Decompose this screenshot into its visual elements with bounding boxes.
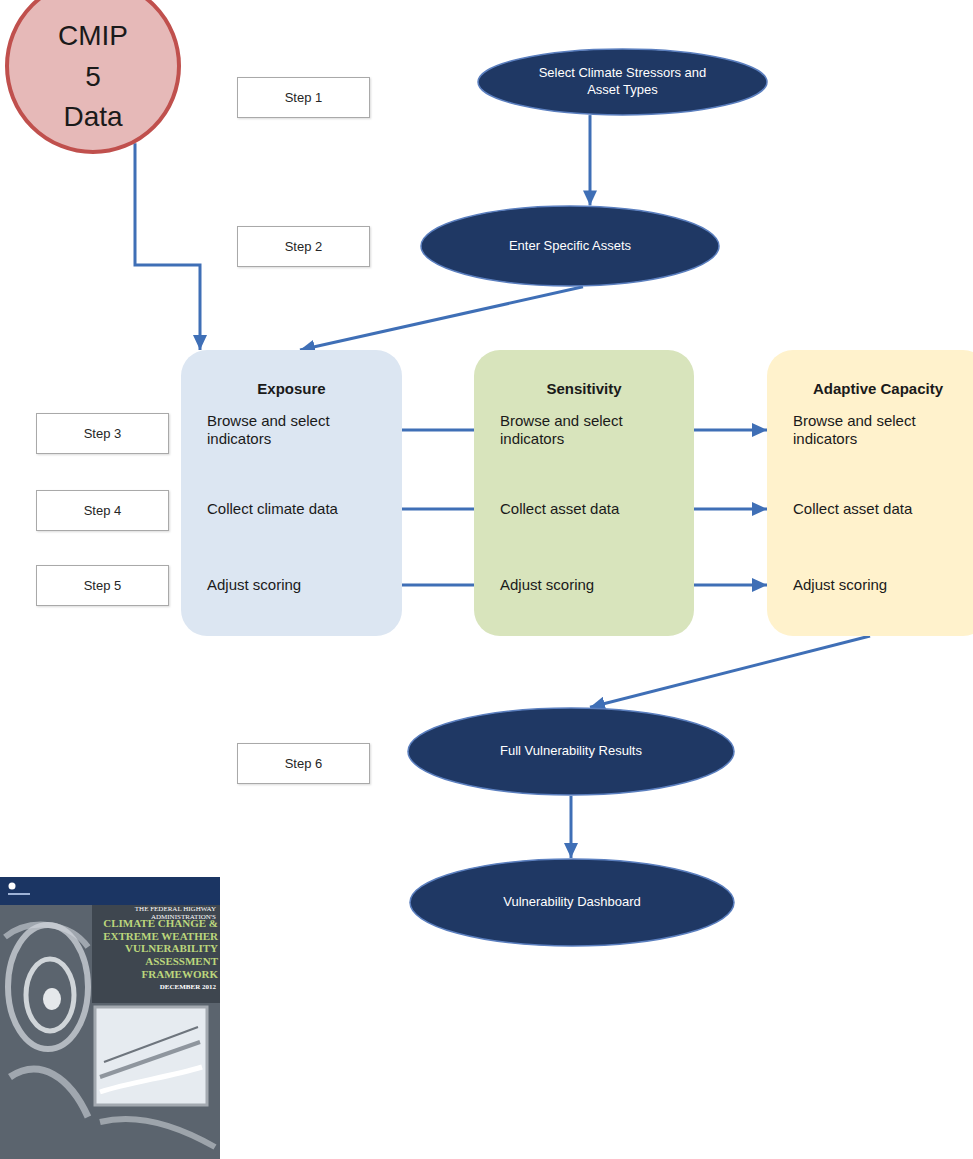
step-box: Step 1 — [237, 77, 370, 118]
ellipse-shape — [421, 206, 719, 286]
step-box: Step 2 — [237, 226, 370, 267]
category-panel: SensitivityBrowse and select indicatorsC… — [474, 350, 694, 636]
panel-row-text: Adjust scoring — [500, 576, 668, 594]
circle-shape — [7, 0, 179, 152]
connector-arrow — [570, 796, 573, 858]
cover-text: CLIMATE CHANGE & EXTREME WEATHER VULNERA… — [94, 917, 218, 980]
inset-photo — [95, 1007, 207, 1105]
storm-swirl — [8, 925, 88, 1049]
connector-arrow — [402, 508, 474, 511]
connector-arrow — [694, 584, 767, 587]
circle-label: CMIP 5 Data — [52, 16, 134, 138]
connector-arrow — [402, 429, 474, 432]
storm-eye — [43, 988, 61, 1010]
storm-band — [100, 1119, 215, 1147]
panel-row-text: Collect climate data — [207, 500, 375, 518]
storm-swirl — [26, 959, 74, 1031]
panel-row-text: Browse and select indicators — [207, 412, 375, 448]
category-panel: Adaptive CapacityBrowse and select indic… — [767, 350, 973, 636]
inset-guardrail — [104, 1027, 198, 1062]
step-box: Step 4 — [36, 490, 169, 531]
connector-arrow — [300, 287, 583, 350]
ellipse-shape — [478, 49, 767, 115]
step-box: Step 6 — [237, 743, 370, 784]
process-ellipse: Select Climate Stressors and Asset Types — [477, 48, 768, 116]
ellipse-label: Full Vulnerability Results — [500, 743, 642, 760]
panel-row-text: Collect asset data — [500, 500, 668, 518]
connector-arrow — [135, 143, 200, 350]
connector-arrow — [694, 508, 767, 511]
process-ellipse: Full Vulnerability Results — [407, 707, 735, 796]
step-label: Step 1 — [285, 90, 323, 105]
cover-title-ground — [92, 905, 220, 1003]
ellipse-label: Select Climate Stressors and Asset Types — [528, 65, 718, 99]
panel-heading: Adaptive Capacity — [777, 380, 973, 398]
step-label: Step 6 — [285, 756, 323, 771]
panel-row-text: Browse and select indicators — [500, 412, 668, 448]
panel-row-text: Collect asset data — [793, 500, 961, 518]
panel-heading: Exposure — [191, 380, 392, 398]
cover-ground — [0, 877, 220, 1159]
cover-logo-bar — [8, 893, 30, 895]
connector-arrow — [402, 584, 474, 587]
data-circle: CMIP 5 Data — [5, 0, 181, 154]
panel-heading: Sensitivity — [484, 380, 684, 398]
storm-band — [10, 1069, 88, 1117]
connector-arrow — [694, 429, 767, 432]
cover-text: DECEMBER 2012 — [96, 983, 216, 991]
connector-arrow — [589, 115, 592, 205]
ellipse-label: Vulnerability Dashboard — [503, 894, 641, 911]
panel-row-text: Adjust scoring — [793, 576, 961, 594]
step-box: Step 3 — [36, 413, 169, 454]
process-ellipse: Enter Specific Assets — [420, 205, 720, 287]
inset-snow — [100, 1067, 202, 1092]
cover-band — [0, 877, 220, 905]
process-ellipse: Vulnerability Dashboard — [409, 858, 735, 947]
ellipse-label: Enter Specific Assets — [509, 238, 631, 255]
connector-arrow — [590, 636, 870, 707]
panel-row-text: Browse and select indicators — [793, 412, 961, 448]
storm-band — [5, 925, 88, 947]
category-panel: ExposureBrowse and select indicatorsColl… — [181, 350, 402, 636]
cover-logo — [9, 883, 16, 890]
step-label: Step 5 — [84, 578, 122, 593]
ellipse-shape — [410, 859, 734, 946]
panel-row-text: Adjust scoring — [207, 576, 375, 594]
step-label: Step 3 — [84, 426, 122, 441]
step-label: Step 4 — [84, 503, 122, 518]
step-box: Step 5 — [36, 565, 169, 606]
ellipse-shape — [408, 708, 734, 795]
step-label: Step 2 — [285, 239, 323, 254]
